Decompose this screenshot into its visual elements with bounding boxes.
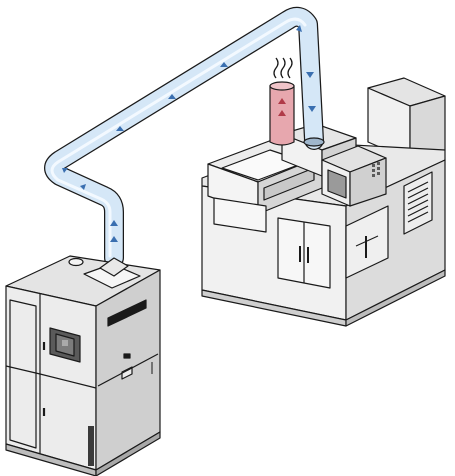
flow-arrow-diag-2 <box>168 94 176 99</box>
machine-top-box <box>367 77 446 161</box>
filter-unit-hood <box>83 257 141 289</box>
flow-arrow-icon <box>62 25 316 242</box>
exhaust-arrow-icon <box>278 98 286 116</box>
flow-arrow-corner <box>62 168 68 173</box>
machine-control-cabinet <box>321 145 387 207</box>
filter-unit <box>5 255 161 476</box>
flow-arrow-up-1 <box>110 236 118 242</box>
machine <box>201 77 446 327</box>
control-panel-icon <box>372 162 380 177</box>
filter-unit-cap <box>68 257 84 267</box>
flow-arrow-diag-3 <box>220 62 228 67</box>
flow-arrow-diag-1 <box>116 126 124 131</box>
duct <box>44 6 325 268</box>
flow-arrow-down-1 <box>306 72 314 78</box>
heat-wave-icon <box>273 57 293 79</box>
machine-front-doors <box>213 197 389 289</box>
flow-arrow-down-2 <box>308 106 316 112</box>
exhaust-stack <box>269 57 295 146</box>
flow-arrow-up-2 <box>110 220 118 226</box>
flow-arrow-corner-top <box>296 25 302 32</box>
flow-arrow-left-1 <box>80 184 86 190</box>
machine-vent-grille <box>403 171 433 235</box>
control-panel-icon <box>49 327 81 363</box>
